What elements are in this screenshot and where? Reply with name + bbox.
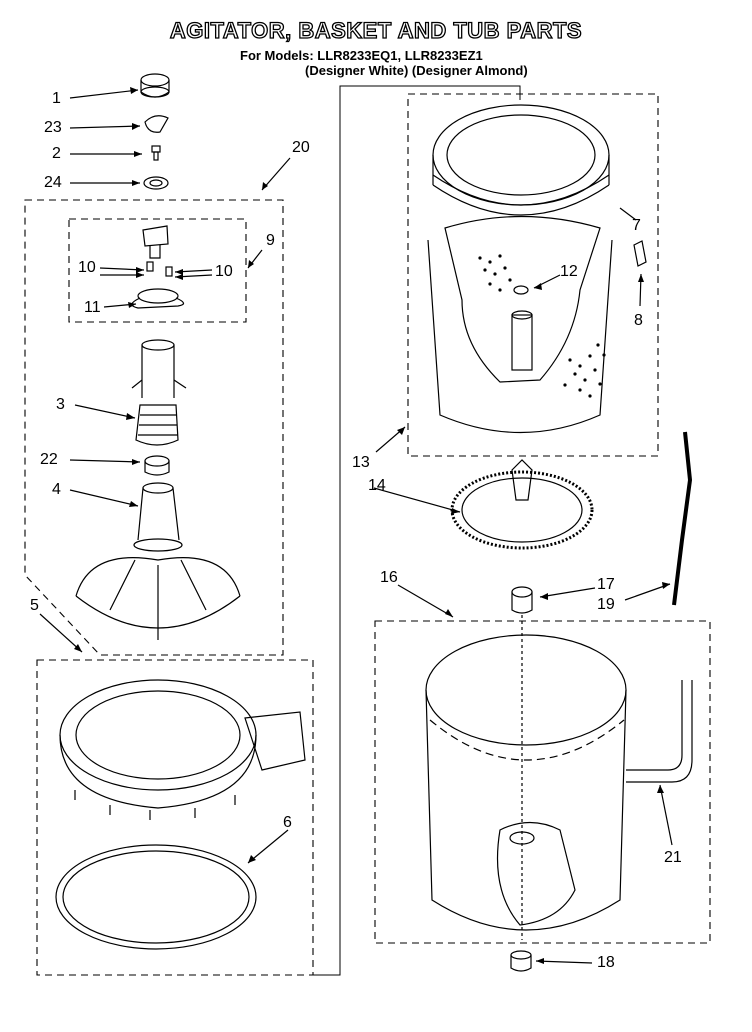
tub-ring <box>59 679 306 820</box>
drive-hub-plate <box>450 459 594 550</box>
agitator-assembly-box <box>24 199 284 656</box>
agitator-dogs <box>146 261 173 277</box>
upper-agitator <box>131 339 187 446</box>
cam-kit-box <box>68 218 247 323</box>
callout-5: 5 <box>30 597 39 614</box>
agitator-base <box>75 482 241 640</box>
arrowheads <box>74 87 670 964</box>
balance-ring-clip <box>633 240 647 267</box>
callout-8: 8 <box>634 312 643 329</box>
callout-3: 3 <box>56 396 65 413</box>
tub-hose <box>672 431 693 606</box>
callout-22: 22 <box>40 451 58 468</box>
callout-1: 1 <box>52 90 61 107</box>
callout-23: 23 <box>44 119 62 136</box>
tub-ring-seal <box>55 844 257 950</box>
page-title: AGITATOR, BASKET AND TUB PARTS <box>169 17 583 43</box>
callout-7: 7 <box>632 217 641 234</box>
callout-10-right: 10 <box>215 263 233 280</box>
model-numbers: For Models: LLR8233EQ1, LLR8233EZ1 <box>240 48 483 63</box>
outer-tub <box>425 634 627 931</box>
callout-21: 21 <box>664 849 682 866</box>
callout-13: 13 <box>352 454 370 471</box>
cam-ring <box>131 288 185 309</box>
model-colors: (Designer White) (Designer Almond) <box>305 63 528 78</box>
spanner-nut <box>511 586 533 614</box>
assembly-connector-line <box>313 85 521 976</box>
callout-11: 11 <box>84 299 101 316</box>
callout-6: 6 <box>283 814 292 831</box>
callout-16: 16 <box>380 569 398 586</box>
callout-9: 9 <box>266 232 275 249</box>
coupling <box>144 455 170 476</box>
washer <box>143 176 169 190</box>
agitator-cap <box>140 73 170 98</box>
drain-hose <box>626 680 683 771</box>
tub-ring-box <box>36 659 314 976</box>
wash-basket <box>427 215 613 434</box>
agitator-cam <box>142 225 169 259</box>
leader-lines <box>39 89 673 964</box>
callout-20: 20 <box>292 139 310 156</box>
balance-ring <box>432 104 610 216</box>
callout-10-left: 10 <box>78 259 96 276</box>
group-boxes <box>24 93 711 976</box>
basket-perforations <box>478 254 606 398</box>
callout-24: 24 <box>44 174 62 191</box>
callout-2: 2 <box>52 145 61 162</box>
callout-14: 14 <box>368 477 386 494</box>
cap-retainer <box>144 115 169 133</box>
tub-nut <box>510 950 532 972</box>
bolt <box>151 145 161 161</box>
callout-4: 4 <box>52 481 61 498</box>
outer-tub-box <box>374 620 711 944</box>
callout-18: 18 <box>597 954 615 971</box>
callout-17: 17 <box>597 576 615 593</box>
callout-19: 19 <box>597 596 615 613</box>
basket-box <box>407 93 659 457</box>
callout-12: 12 <box>560 263 578 280</box>
